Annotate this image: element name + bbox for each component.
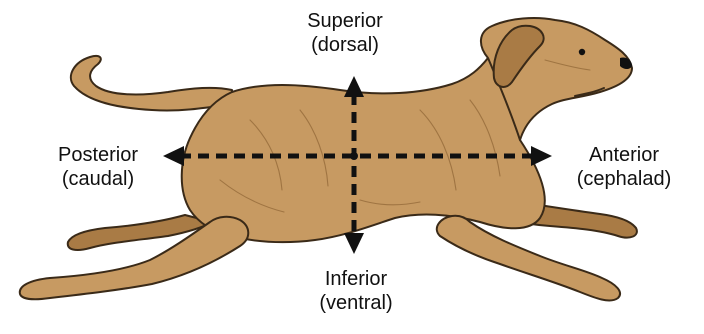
label-inferior-term: Inferior <box>296 267 416 291</box>
dog-nose <box>620 57 632 69</box>
arrowhead-inferior <box>344 233 364 254</box>
axis-intersection <box>350 152 358 160</box>
label-superior: Superior (dorsal) <box>285 9 405 57</box>
dog-body <box>182 58 545 242</box>
dog-tail <box>71 56 232 111</box>
label-posterior-term: Posterior <box>36 143 160 167</box>
label-anterior: Anterior (cephalad) <box>559 143 689 191</box>
label-anterior-term: Anterior <box>559 143 689 167</box>
arrowhead-posterior <box>163 146 184 166</box>
arrowhead-superior <box>344 76 364 97</box>
label-superior-synonym: (dorsal) <box>285 33 405 57</box>
label-superior-term: Superior <box>285 9 405 33</box>
label-inferior-synonym: (ventral) <box>296 291 416 315</box>
label-posterior-synonym: (caudal) <box>36 167 160 191</box>
arrowhead-anterior <box>531 146 552 166</box>
label-posterior: Posterior (caudal) <box>36 143 160 191</box>
label-inferior: Inferior (ventral) <box>296 267 416 315</box>
label-anterior-synonym: (cephalad) <box>559 167 689 191</box>
dog-eye <box>579 49 585 55</box>
